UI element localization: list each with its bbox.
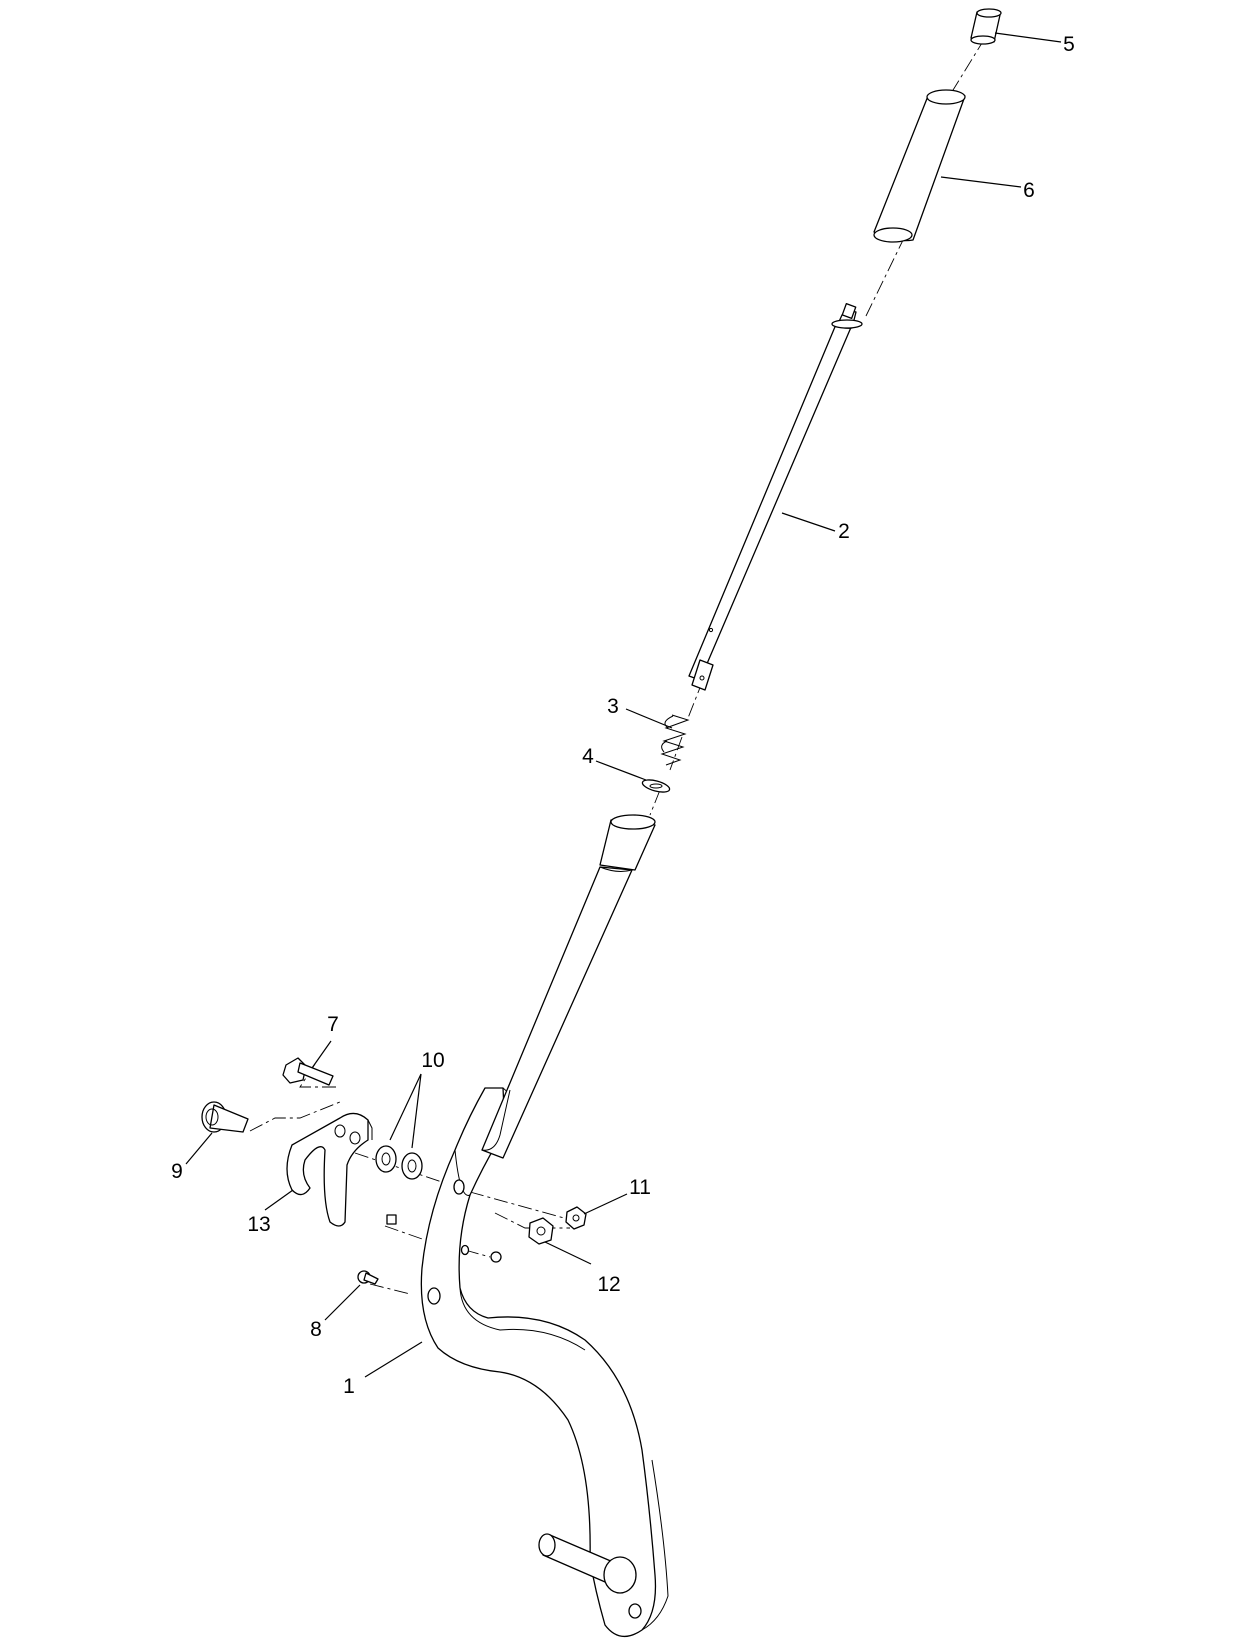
callout-3: 3 (607, 695, 619, 718)
shoulder-bolt-part-7 (282, 1057, 334, 1086)
screw-part-8 (357, 1270, 379, 1285)
washer-part-4 (641, 779, 671, 793)
callout-5: 5 (1063, 33, 1075, 56)
spring-part-3 (660, 714, 690, 766)
callout-10: 10 (421, 1049, 444, 1072)
lever-bracket-part-1 (420, 814, 669, 1637)
latch-plate-part-13 (286, 1112, 373, 1227)
callout-12: 12 (597, 1273, 620, 1296)
callout-13: 13 (247, 1213, 270, 1236)
grip-part-6 (873, 89, 966, 243)
bracket-rivets (386, 1214, 502, 1263)
callout-4: 4 (582, 745, 594, 768)
callout-labels: 1 2 3 4 5 6 7 8 9 10 11 12 13 (171, 33, 1075, 1398)
callout-6: 6 (1023, 179, 1035, 202)
callout-11: 11 (629, 1176, 651, 1199)
callout-8: 8 (310, 1318, 322, 1341)
bolt-part-9 (201, 1101, 249, 1133)
callout-2: 2 (838, 520, 850, 543)
callout-1: 1 (343, 1375, 355, 1398)
callout-leaders (185, 32, 1062, 1378)
assembly-centerlines (249, 37, 986, 1295)
cap-part-5 (970, 8, 1002, 45)
callout-7: 7 (327, 1013, 339, 1036)
flange-nut-part-12 (528, 1217, 554, 1245)
rod-part-2 (688, 303, 863, 691)
nut-part-11 (565, 1206, 587, 1230)
washers-part-10 (375, 1145, 423, 1180)
callout-9: 9 (171, 1160, 183, 1183)
